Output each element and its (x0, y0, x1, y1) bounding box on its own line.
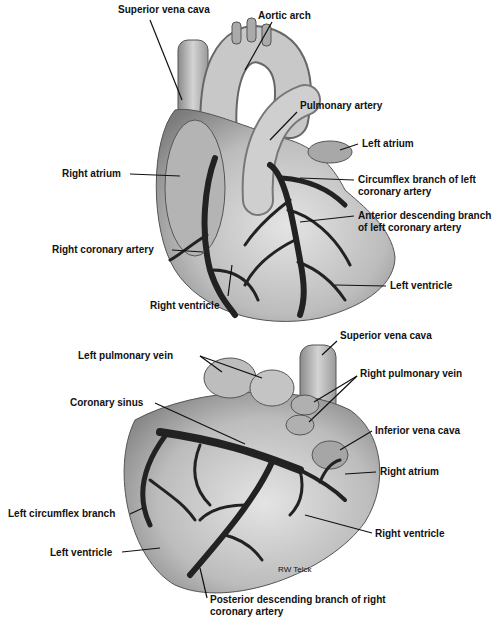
part-label: RW Telck (278, 565, 312, 574)
part-label: Left pulmonary vein (78, 350, 173, 362)
part-label: Anterior descending branch of left coron… (358, 210, 498, 233)
part-label: Right ventricle (150, 300, 219, 312)
part-label: Right ventricle (375, 528, 444, 540)
part-label: Right coronary artery (52, 244, 154, 256)
part-label: Pulmonary artery (300, 100, 382, 112)
part-label: Right atrium (62, 168, 121, 180)
part-label: Left ventricle (390, 280, 452, 292)
part-label: Right atrium (380, 466, 439, 478)
part-label: Posterior descending branch of right cor… (210, 594, 400, 617)
posterior-heart (124, 345, 380, 593)
anterior-heart (156, 18, 395, 321)
part-label: Superior vena cava (118, 4, 210, 16)
part-label: Left atrium (362, 138, 414, 150)
part-label: Superior vena cava (340, 330, 432, 342)
part-label: Left ventricle (50, 547, 112, 559)
leader-lines (122, 20, 386, 598)
part-label: Coronary sinus (70, 397, 143, 409)
part-label: Aortic arch (258, 10, 311, 22)
part-label: Circumflex branch of left coronary arter… (358, 174, 498, 197)
part-label: Left circumflex branch (8, 508, 115, 520)
part-label: Right pulmonary vein (360, 368, 462, 380)
part-label: Inferior vena cava (375, 425, 460, 437)
